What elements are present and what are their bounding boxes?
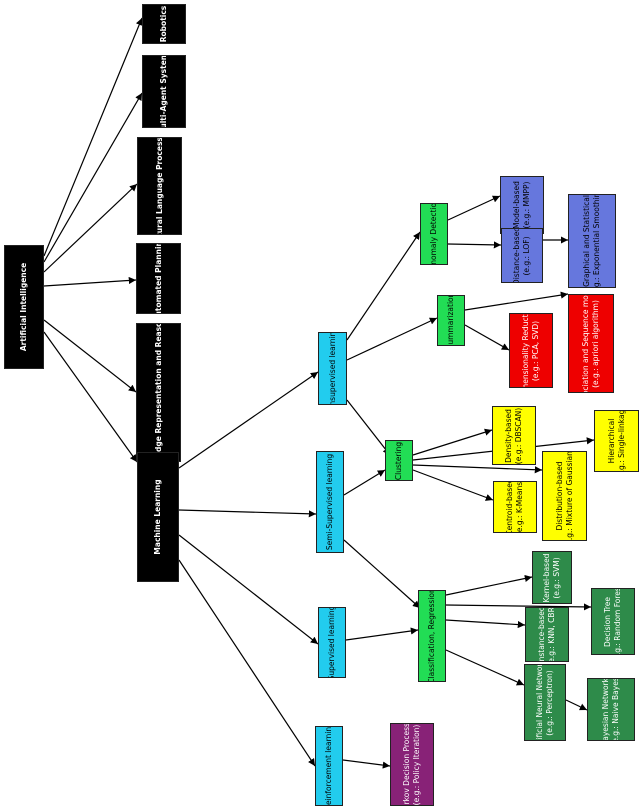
- node-instance-based-label: Instance-based(e.g.: KNN, CBR): [537, 607, 556, 662]
- node-artificial-intelligence: Artificial Intelligence: [4, 245, 44, 369]
- node-model-based: Model-based(e.g.: MMPP): [500, 176, 544, 234]
- node-artificial-intelligence-label: Artificial Intelligence: [19, 262, 28, 352]
- edge-ai-to-planning: [43, 276, 137, 287]
- node-association-sequence: Association and Sequence models(e.g.: ap…: [568, 294, 614, 393]
- edge-ann-to-bayes: [565, 699, 588, 711]
- node-dimensionality-reduction-label: Dimensionality Reduction(e.g.: PCA, SVD): [521, 313, 540, 388]
- node-supervised-learning-label: Supervised learning: [327, 607, 336, 678]
- node-instance-based: Instance-based(e.g.: KNN, CBR): [525, 607, 569, 662]
- node-classification-regression-label: Classification, Regression: [427, 590, 436, 682]
- node-automated-planning: Automated Planning: [136, 243, 181, 314]
- edge-unsup-to-anomaly: [346, 231, 421, 341]
- edge-ai-to-nlp: [43, 183, 138, 273]
- node-knowledge-representation: Knowledge Representation and Reasoning: [136, 323, 181, 462]
- node-artificial-neural-networks: Artificial Neural Networks(e.g.: Percept…: [524, 664, 566, 741]
- node-machine-learning: Machine Learning: [137, 452, 179, 582]
- node-supervised-learning: Supervised learning: [318, 607, 346, 678]
- node-decision-tree-label: Decision Tree(e.g.: Random Forest): [603, 588, 622, 655]
- node-semi-supervised-learning: Semi-Supervised learning: [316, 451, 344, 553]
- node-unsupervised-learning-label: Unsupervised learning: [327, 332, 337, 405]
- edge-unsup-to-clustering: [346, 399, 391, 456]
- node-anomaly-detection-label: Anomaly Detection: [429, 203, 438, 265]
- node-natural-language-processing-label: Natural Language Processing: [154, 137, 164, 235]
- node-distribution-based-label: Distribution-based(e.g.: Mixture of Gaus…: [554, 451, 574, 541]
- edge-clustering-to-centroid: [412, 469, 494, 501]
- node-density-based-label: Density-based(e.g.: DBSCAN): [504, 407, 523, 464]
- node-dimensionality-reduction: Dimensionality Reduction(e.g.: PCA, SVD): [509, 313, 553, 388]
- edge-semisup-to-clustering: [343, 469, 386, 496]
- node-clustering: Clustering: [385, 440, 413, 481]
- node-natural-language-processing: Natural Language Processing: [137, 137, 182, 235]
- node-model-based-label: Model-based(e.g.: MMPP): [512, 181, 531, 229]
- edge-summ-to-assoc: [464, 291, 569, 311]
- edge-ai-to-mas: [43, 92, 143, 263]
- edge-ml-to-semisup: [178, 509, 317, 518]
- edge-rl-to-mdp: [342, 759, 391, 769]
- node-multi-agent-systems: Multi-Agent Systems: [142, 55, 186, 128]
- edge-classreg-to-kernel: [445, 574, 533, 596]
- edge-ml-to-rl: [178, 559, 316, 767]
- edge-ai-to-ml: [43, 331, 138, 463]
- node-unsupervised-learning: Unsupervised learning: [318, 332, 347, 405]
- node-classification-regression: Classification, Regression: [418, 590, 446, 682]
- node-robotics: Robotics: [142, 4, 186, 44]
- node-knowledge-representation-label: Knowledge Representation and Reasoning: [153, 323, 163, 462]
- edge-semisup-to-classreg: [343, 539, 421, 609]
- node-graphical-statistical: Graphical and Statistical(e.g.: Exponent…: [568, 194, 616, 288]
- edge-clustering-to-distribution: [412, 464, 543, 474]
- edge-summ-to-dimred: [464, 324, 510, 351]
- node-automated-planning-label: Automated Planning: [153, 243, 163, 314]
- edge-unsup-to-summ: [346, 317, 438, 361]
- node-centroid-based: Centroid-based(e.g.: K-Means): [493, 481, 537, 533]
- node-machine-learning-label: Machine Learning: [153, 479, 162, 555]
- node-clustering-label: Clustering: [394, 441, 403, 480]
- node-graphical-statistical-label: Graphical and Statistical(e.g.: Exponent…: [582, 194, 601, 288]
- node-robotics-label: Robotics: [159, 5, 168, 43]
- node-association-sequence-label: Association and Sequence models(e.g.: ap…: [581, 294, 600, 393]
- edge-ml-to-sup: [178, 534, 319, 645]
- node-decision-tree: Decision Tree(e.g.: Random Forest): [591, 588, 635, 655]
- node-distance-based: Distance-based(e.g.: LOF): [501, 228, 543, 283]
- node-anomaly-detection: Anomaly Detection: [420, 203, 448, 265]
- edge-anomaly-to-distance_based: [447, 241, 502, 249]
- node-hierarchical-label: Hierarchical(e.g.: Single-linkage): [606, 410, 626, 472]
- edge-sup-to-classreg: [345, 627, 419, 641]
- edge-ai-to-robotics: [43, 17, 143, 257]
- node-reinforcement-learning-label: Reinforcement learning: [324, 726, 333, 806]
- node-distance-based-label: Distance-based(e.g.: LOF): [512, 228, 531, 283]
- node-semi-supervised-learning-label: Semi-Supervised learning: [325, 453, 334, 551]
- node-multi-agent-systems-label: Multi-Agent Systems: [159, 55, 168, 128]
- edge-ml-to-unsup: [178, 371, 319, 469]
- node-kernel-based-label: Kernel-based(e.g.: SVM): [542, 553, 561, 602]
- node-hierarchical: Hierarchical(e.g.: Single-linkage): [594, 410, 639, 472]
- edge-ai-to-krr: [43, 319, 137, 393]
- node-reinforcement-learning: Reinforcement learning: [315, 726, 343, 806]
- node-kernel-based: Kernel-based(e.g.: SVM): [532, 551, 572, 604]
- node-markov-decision-processes-label: Markov Decision Processes(e.g.: Policy I…: [402, 723, 421, 806]
- node-artificial-neural-networks-label: Artificial Neural Networks(e.g.: Percept…: [535, 664, 554, 741]
- edge-classreg-to-dtree: [445, 603, 592, 611]
- node-centroid-based-label: Centroid-based(e.g.: K-Means): [505, 481, 524, 533]
- node-summarization-label: Summarization: [446, 295, 455, 346]
- node-bayesian-networks: Bayesian Networks(e.g.: Naive Bayes): [587, 678, 635, 741]
- edge-anomaly-to-model_based: [447, 195, 501, 221]
- edge-classreg-to-instance: [445, 619, 526, 629]
- node-density-based: Density-based(e.g.: DBSCAN): [492, 406, 536, 465]
- edge-clustering-to-density: [412, 428, 493, 456]
- node-markov-decision-processes: Markov Decision Processes(e.g.: Policy I…: [390, 723, 434, 806]
- node-bayesian-networks-label: Bayesian Networks(e.g.: Naive Bayes): [601, 678, 620, 741]
- edge-classreg-to-ann: [445, 649, 525, 686]
- node-distribution-based: Distribution-based(e.g.: Mixture of Gaus…: [542, 451, 587, 541]
- node-summarization: Summarization: [437, 295, 465, 346]
